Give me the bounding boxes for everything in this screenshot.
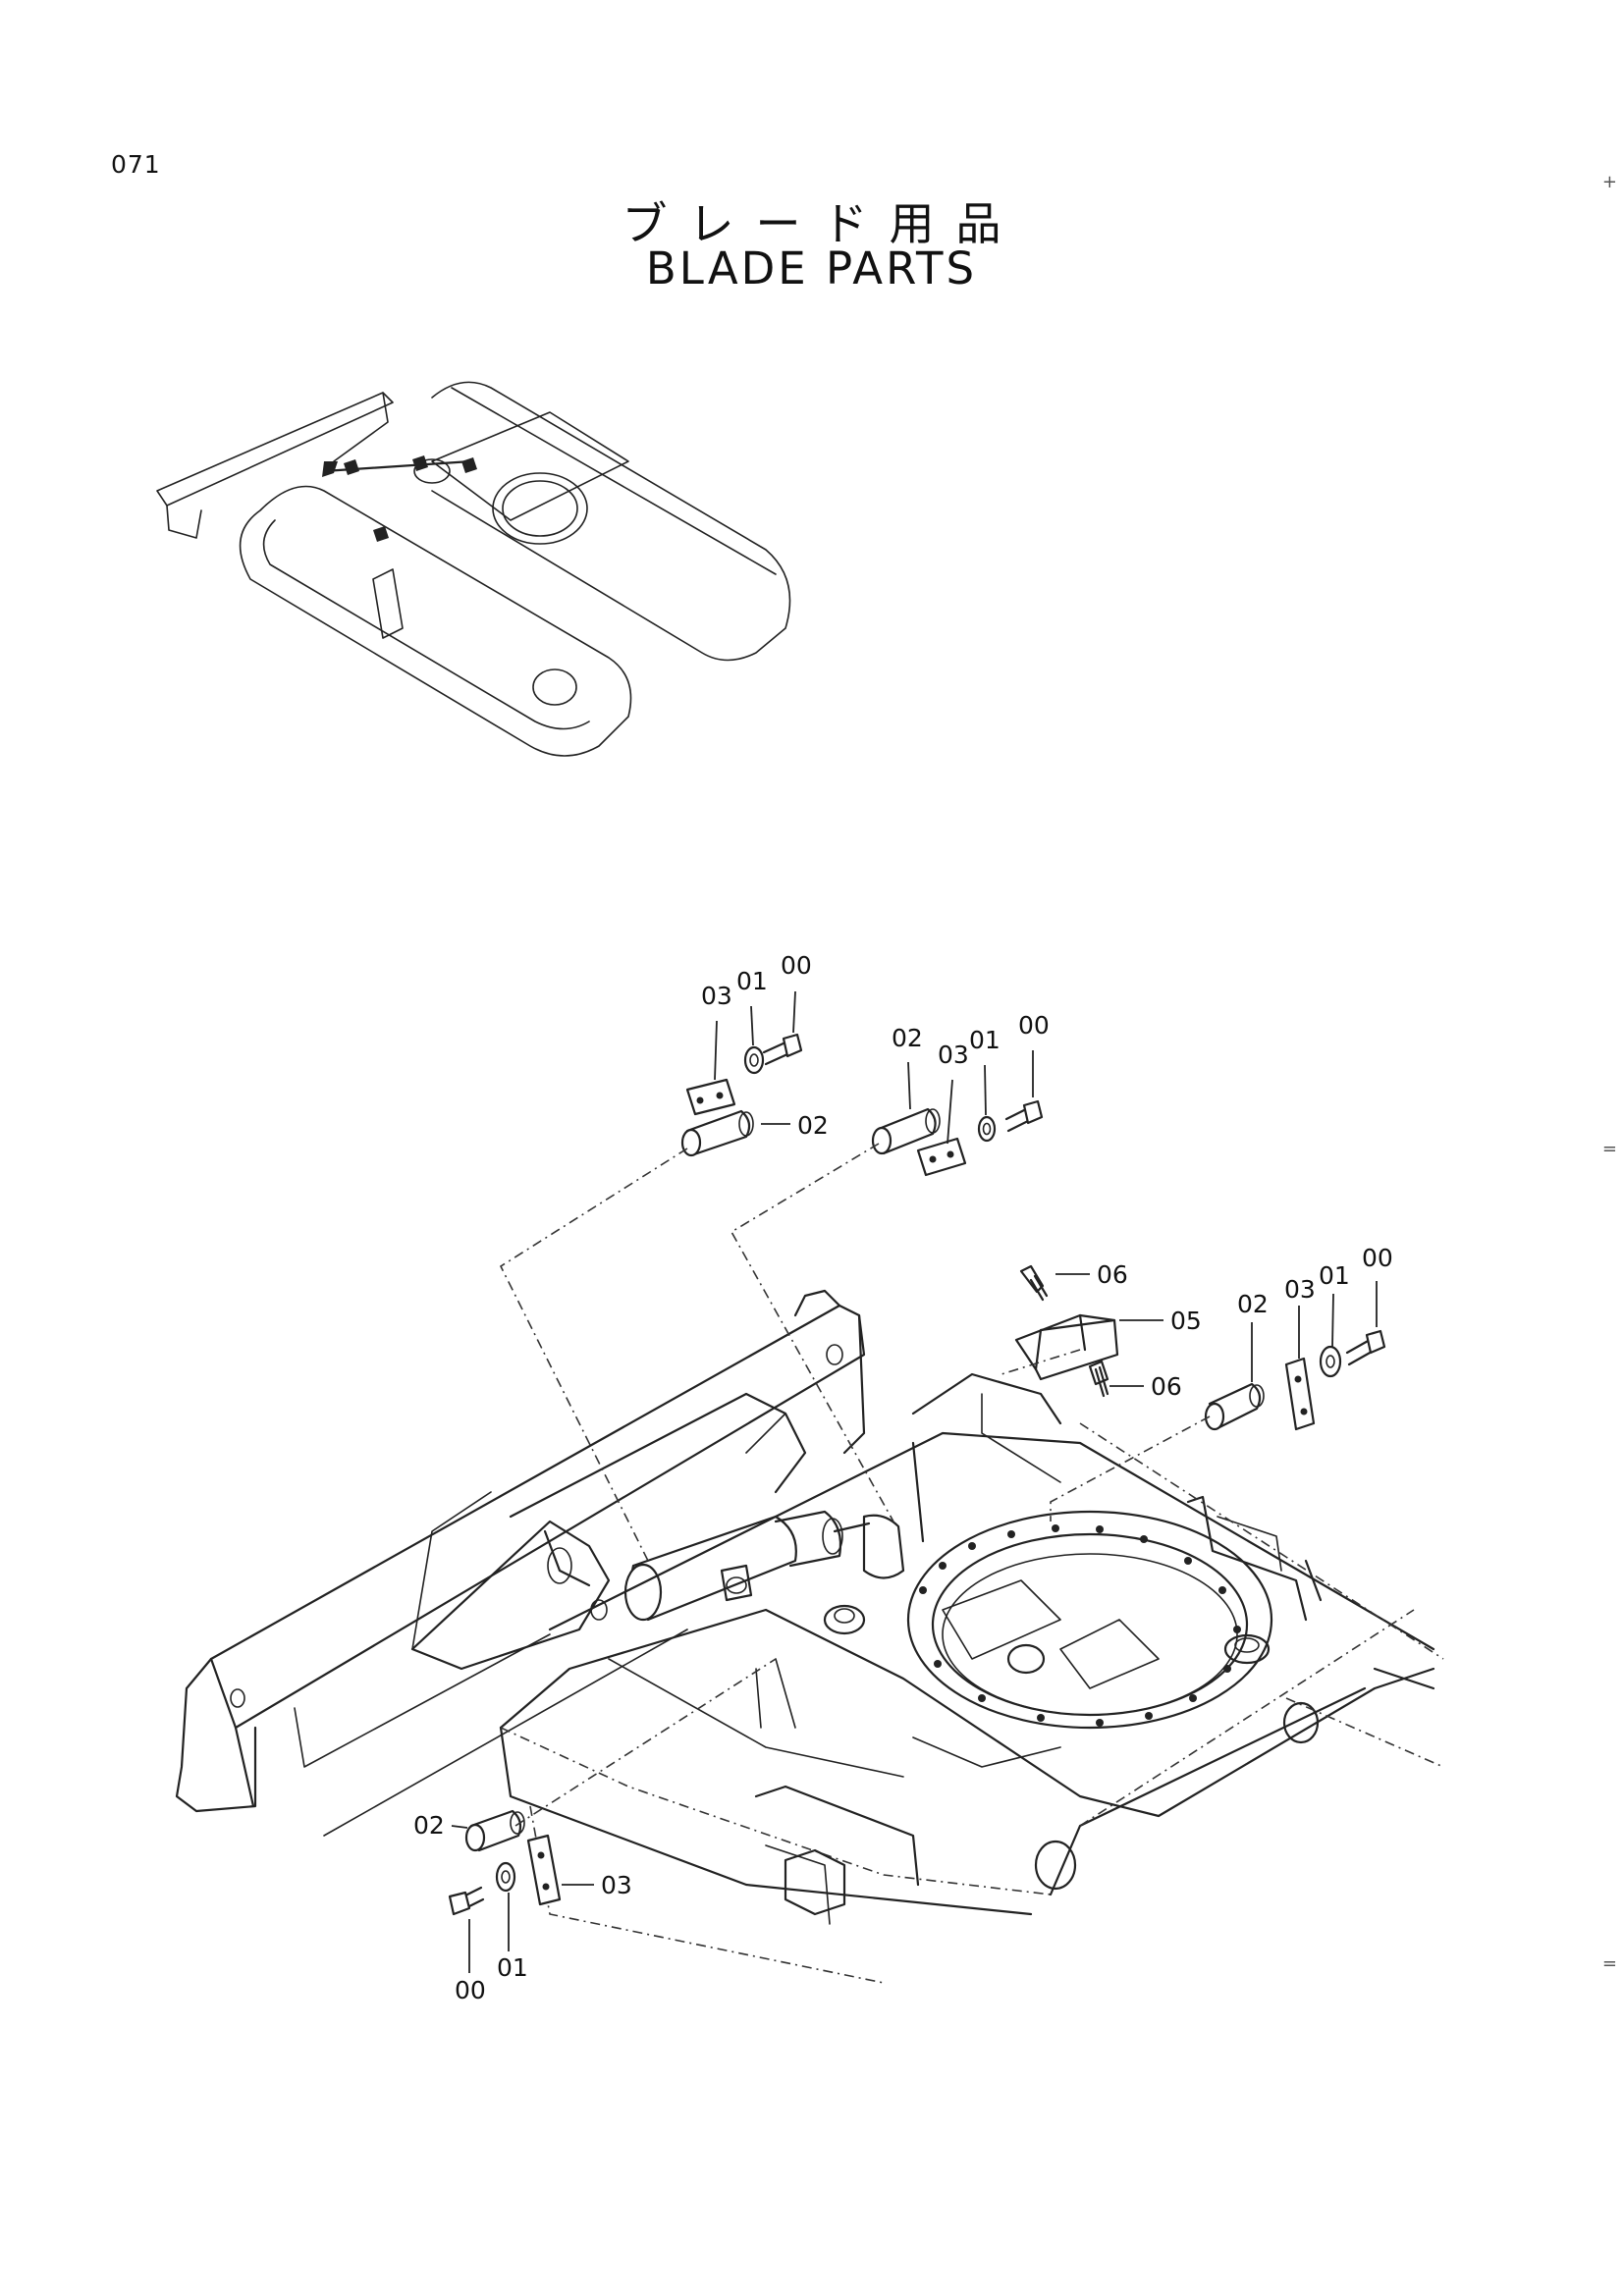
callout-g4-01: 01 <box>1319 1261 1350 1290</box>
callout-g5-02: 02 <box>413 1811 445 1840</box>
callout-g4-03: 03 <box>1284 1275 1316 1304</box>
callout-g1-00: 00 <box>781 951 812 980</box>
main-blade-assembly-illustration <box>175 1289 1444 1984</box>
callout-g5-01: 01 <box>497 1953 528 1982</box>
title-japanese: ブレード用品 <box>622 197 1023 250</box>
callout-g1-01: 01 <box>736 967 768 995</box>
overview-undercarriage-illustration <box>156 381 791 757</box>
callout-g3-06a: 06 <box>1097 1260 1128 1289</box>
margin-mark: = <box>1601 1953 1617 1974</box>
callout-g4-00: 00 <box>1362 1244 1393 1272</box>
part-group-4 <box>1204 1329 1386 1431</box>
callout-g2-00: 00 <box>1018 1011 1050 1040</box>
callout-g1-02: 02 <box>797 1111 829 1140</box>
callout-g5-03: 03 <box>601 1871 632 1899</box>
callout-g1-03: 03 <box>701 982 732 1010</box>
callout-g2-02: 02 <box>892 1024 923 1052</box>
callout-g2-01: 01 <box>969 1026 1001 1054</box>
margin-mark: + <box>1601 172 1617 192</box>
assembly-guide-lines <box>499 1143 1211 1827</box>
callout-g3-06b: 06 <box>1151 1372 1182 1401</box>
margin-mark: = <box>1601 1139 1617 1159</box>
callout-g4-02: 02 <box>1237 1290 1269 1318</box>
part-group-5 <box>448 1809 562 1916</box>
callout-g2-03: 03 <box>938 1041 969 1069</box>
part-group-2 <box>871 1099 1044 1177</box>
part-group-1 <box>680 1033 803 1157</box>
title-english: BLADE PARTS <box>645 242 978 294</box>
callout-labels: 03 01 00 02 02 03 01 00 06 05 06 02 03 0… <box>413 951 1393 2004</box>
callout-g5-00: 00 <box>455 1976 486 2004</box>
part-group-3 <box>1014 1264 1119 1398</box>
callout-leaders <box>451 990 1378 1973</box>
callout-g3-05: 05 <box>1170 1307 1202 1335</box>
page-number: 071 <box>111 150 161 179</box>
